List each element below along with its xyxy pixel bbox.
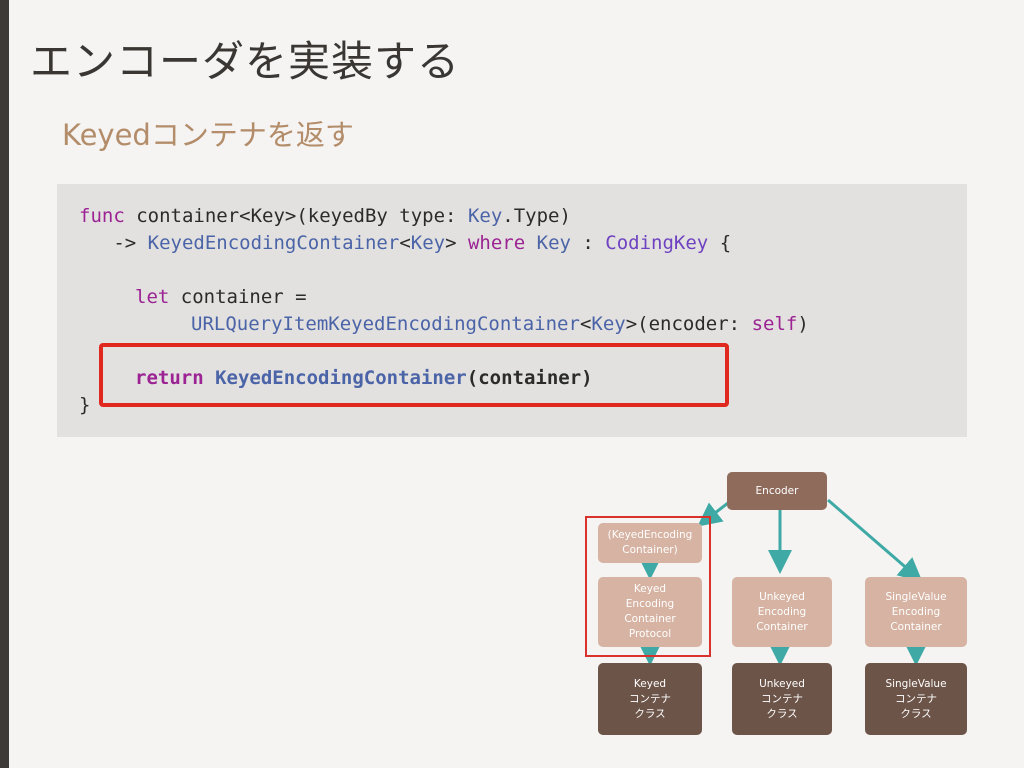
- node-label: Encoder: [755, 484, 799, 497]
- code-type: Key: [536, 232, 571, 254]
- code-keyword: return: [135, 367, 204, 389]
- code-text: {: [708, 232, 732, 254]
- code-line-5: return KeyedEncodingContainer(container): [135, 367, 593, 389]
- code-keyword: where: [467, 232, 526, 254]
- arrow-encoder-keyed: [697, 501, 729, 527]
- node-label: SingleValue Encoding Container: [885, 590, 947, 633]
- encoder-diagram: Encoder (KeyedEncoding Container) Keyed …: [580, 460, 980, 745]
- node-unkeyed: Unkeyed Encoding Container: [732, 577, 832, 647]
- code-text: [525, 232, 536, 254]
- node-single-value-class: SingleValue コンテナ クラス: [865, 663, 967, 735]
- node-unkeyed-class: Unkeyed コンテナ クラス: [732, 663, 832, 735]
- code-text: .Type): [502, 205, 571, 227]
- slide-subtitle: Keyedコンテナを返す: [62, 118, 354, 152]
- code-keyword: let: [135, 286, 170, 308]
- code-keyword: self: [751, 313, 798, 335]
- node-label: (KeyedEncoding Container): [607, 529, 693, 556]
- code-line-6: }: [79, 394, 91, 416]
- code-line-4: URLQueryItemKeyedEncodingContainer<Key>(…: [191, 313, 809, 335]
- code-text: :: [570, 232, 606, 254]
- code-text: >(encoder:: [625, 313, 752, 335]
- node-label: Keyed Encoding Container Protocol: [624, 583, 676, 640]
- code-type: Key: [467, 205, 503, 227]
- node-single-value: SingleValue Encoding Container: [865, 577, 967, 647]
- node-label: Unkeyed Encoding Container: [756, 590, 808, 633]
- node-label: Unkeyed コンテナ クラス: [759, 677, 805, 720]
- code-line-1: func container<Key>(keyedBy type: Key.Ty…: [79, 205, 571, 227]
- slide-left-bar: [0, 0, 9, 768]
- node-encoder: Encoder: [727, 472, 827, 510]
- code-text: >: [445, 232, 468, 254]
- node-keyed-encoding-container: (KeyedEncoding Container): [598, 523, 702, 563]
- code-text: container =: [169, 286, 307, 308]
- code-line-2: -> KeyedEncodingContainer<Key> where Key…: [79, 232, 731, 254]
- code-block: func container<Key>(keyedBy type: Key.Ty…: [57, 184, 967, 437]
- node-keyed-protocol: Keyed Encoding Container Protocol: [598, 577, 702, 647]
- code-highlight-box: [99, 343, 729, 407]
- slide-title: エンコーダを実装する: [30, 37, 461, 86]
- node-keyed-class: Keyed コンテナ クラス: [598, 663, 702, 735]
- arrow-encoder-singlevalue: [827, 498, 923, 582]
- code-text: ): [797, 313, 809, 335]
- code-text: <: [399, 232, 411, 254]
- diagram-arrows: [638, 498, 928, 666]
- code-text: container<Key>(keyedBy type:: [124, 205, 468, 227]
- code-type: KeyedEncodingContainer: [215, 367, 467, 389]
- code-text: (container): [466, 367, 593, 389]
- code-type: KeyedEncodingContainer: [147, 232, 400, 254]
- code-line-3: let container =: [135, 286, 307, 308]
- code-text: ->: [79, 232, 148, 254]
- code-type: URLQueryItemKeyedEncodingContainer: [191, 313, 580, 335]
- code-type: Key: [591, 313, 626, 335]
- diagram-red-highlight: [585, 516, 711, 657]
- node-label: Keyed コンテナ クラス: [629, 677, 671, 720]
- code-type: Key: [410, 232, 446, 254]
- node-label: SingleValue コンテナ クラス: [885, 677, 947, 720]
- code-type: CodingKey: [605, 232, 709, 254]
- code-keyword: func: [79, 205, 125, 227]
- code-text: <: [579, 313, 592, 335]
